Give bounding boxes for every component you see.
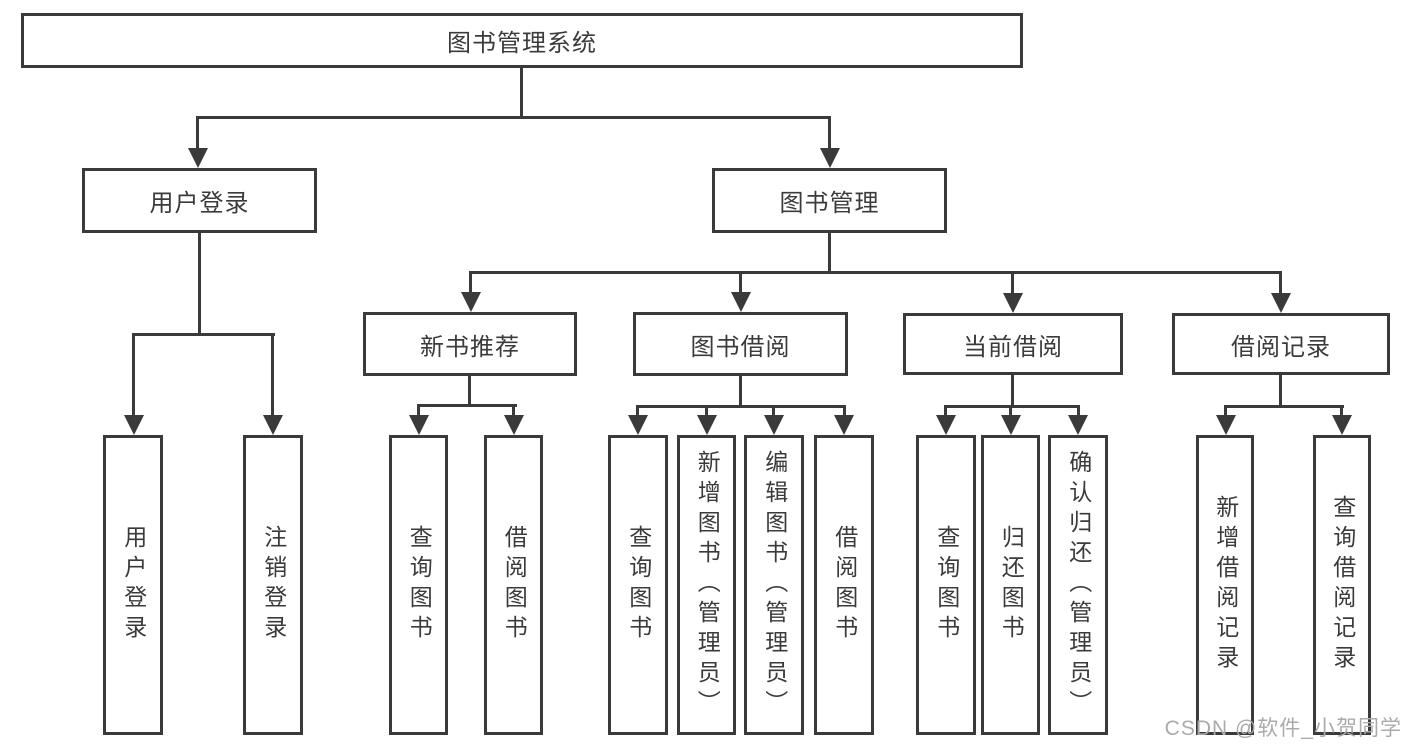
connector-line — [739, 374, 742, 408]
connector-line — [739, 271, 742, 294]
connector-line — [196, 116, 199, 150]
node-user-login-action: 用户登录 — [103, 435, 163, 735]
connector-arrow — [731, 292, 751, 312]
node-borrow-records: 借阅记录 — [1172, 313, 1390, 375]
connector-arrow — [1068, 415, 1088, 435]
connector-arrow — [697, 415, 717, 435]
connector-line — [1279, 373, 1282, 408]
connector-line — [1009, 405, 1012, 417]
node-current-return-books: 归还图书 — [981, 435, 1040, 735]
node-records-query-record: 查询借阅记录 — [1313, 435, 1371, 735]
connector-arrow — [1271, 293, 1291, 313]
connector-arrow — [188, 148, 208, 168]
csdn-watermark: CSDN @软件_小贺同学 — [1164, 717, 1402, 740]
connector-line — [636, 405, 639, 417]
node-root: 图书管理系统 — [21, 13, 1023, 68]
connector-line — [944, 405, 1080, 408]
connector-arrow — [936, 415, 956, 435]
connector-line — [417, 404, 517, 407]
connector-line — [944, 405, 947, 417]
connector-line — [1224, 405, 1227, 417]
node-current-confirm-return-admin: 确认归还（管理员） — [1048, 435, 1108, 735]
node-newbook-query-books: 查询图书 — [389, 435, 448, 735]
connector-arrow — [263, 415, 283, 435]
connector-line — [772, 405, 775, 417]
connector-arrow — [628, 415, 648, 435]
connector-line — [512, 404, 515, 417]
connector-arrow — [1001, 415, 1021, 435]
node-current-borrow: 当前借阅 — [903, 313, 1123, 375]
connector-line — [843, 405, 846, 417]
connector-line — [468, 374, 471, 407]
connector-line — [1011, 373, 1014, 408]
connector-line — [132, 333, 135, 417]
connector-line — [198, 232, 201, 336]
connector-arrow — [124, 415, 144, 435]
connector-line — [132, 333, 275, 336]
connector-line — [1224, 405, 1344, 408]
node-new-book-recommend: 新书推荐 — [363, 312, 577, 376]
connector-line — [1279, 271, 1282, 294]
node-borrow-query-books: 查询图书 — [608, 435, 668, 735]
node-logout: 注销登录 — [243, 435, 303, 735]
connector-line — [636, 405, 846, 408]
connector-arrow — [504, 415, 524, 435]
connector-line — [1340, 405, 1343, 417]
connector-line — [417, 404, 420, 417]
connector-arrow — [834, 415, 854, 435]
connector-line — [705, 405, 708, 417]
node-records-add-record: 新增借阅记录 — [1196, 435, 1254, 735]
node-borrow-edit-books-admin: 编辑图书（管理员） — [744, 435, 804, 735]
connector-arrow — [1216, 415, 1236, 435]
connector-arrow — [461, 292, 481, 312]
connector-arrow — [1003, 293, 1023, 313]
node-borrow-borrow-books: 借阅图书 — [814, 435, 874, 735]
connector-line — [828, 232, 831, 274]
connector-line — [520, 66, 523, 118]
connector-arrow — [1332, 415, 1352, 435]
node-user-login: 用户登录 — [82, 168, 317, 233]
connector-line — [271, 333, 274, 417]
connector-arrow — [764, 415, 784, 435]
connector-line — [828, 116, 831, 150]
connector-line — [469, 271, 472, 294]
connector-arrow — [820, 148, 840, 168]
node-book-borrow: 图书借阅 — [633, 312, 848, 376]
node-newbook-borrow-books: 借阅图书 — [484, 435, 543, 735]
connector-line — [469, 271, 1282, 274]
connector-arrow — [409, 415, 429, 435]
connector-line — [1077, 405, 1080, 417]
node-book-management: 图书管理 — [712, 168, 947, 233]
node-borrow-add-books-admin: 新增图书（管理员） — [677, 435, 736, 735]
node-current-query-books: 查询图书 — [916, 435, 976, 735]
connector-line — [197, 116, 831, 119]
connector-line — [1011, 271, 1014, 294]
